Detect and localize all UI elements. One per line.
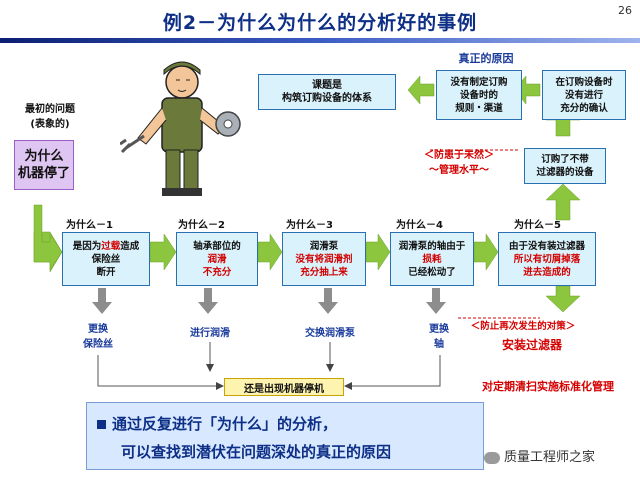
initial-problem-label-2: (表象的) — [30, 119, 70, 130]
watermark-text: 质量工程师之家 — [504, 450, 596, 465]
initial-problem-line-1: 为什么 — [24, 149, 64, 164]
why-2-line-2: 润滑 — [207, 253, 227, 265]
root-cause-box-1: 没有制定订购 设备时的 规则・渠道 — [436, 70, 522, 120]
initial-problem-box: 为什么 机器停了 — [14, 140, 74, 190]
why-2-line-1: 轴承部位的 — [193, 240, 241, 252]
action-4-line-1: 更换 — [429, 324, 449, 335]
wechat-icon — [484, 451, 500, 464]
bullet-icon — [97, 420, 106, 429]
page-title: 例2－为什么为什么的分析好的事例 — [162, 12, 478, 34]
why-3-line-1: 润滑泵 — [309, 240, 339, 252]
initial-problem-line-2: 机器停了 — [17, 166, 70, 181]
why-1-text-b: 造成 — [120, 240, 140, 252]
root-cause-2-line-2: 没有进行 — [564, 89, 603, 101]
why-4-line-1: 润滑泵的轴由于 — [398, 240, 466, 252]
why-box-1: 是因为过载造成 保险丝 断开 — [62, 232, 150, 286]
green-arrow-down — [545, 285, 581, 313]
mechanic-illustration — [120, 61, 241, 196]
prevention-note: ＜防患于未然＞ ～管理水平～ — [404, 146, 514, 176]
initial-problem-label: 最初的问题 (表象的) — [10, 100, 90, 130]
action-4: 更换 轴 — [416, 320, 462, 350]
action-2: 进行润滑 — [190, 328, 230, 339]
still-stopped-box: 还是出现机器停机 — [224, 378, 344, 396]
why-1-line-2: 保险丝 — [91, 253, 121, 265]
topic-box: 课题是 构筑订购设备的体系 — [258, 74, 396, 110]
recurrence-note: ＜防止再次发生的对策＞ — [470, 321, 576, 332]
green-arrow-up-1 — [545, 183, 581, 221]
green-arrow-3 — [365, 233, 391, 271]
topic-line-1: 课题是 — [312, 80, 342, 91]
green-arrow-start — [33, 204, 63, 271]
why-label-5: 为什么－5 — [514, 220, 561, 231]
grey-arrow-2 — [198, 288, 218, 314]
conclusion-line-1: 通过反复进行「为什么」的分析， — [97, 413, 337, 434]
why-5-line-1: 由于没有装过滤器 — [508, 240, 585, 252]
green-arrow-4 — [473, 233, 499, 271]
no-filter-line-1: 订购了不带 — [541, 154, 589, 165]
root-cause-1-line-1: 没有制定订购 — [450, 76, 508, 88]
root-cause-1-line-2: 设备时的 — [459, 89, 498, 101]
action-1-line-1: 更换 — [88, 324, 108, 335]
grey-arrow-4 — [426, 288, 446, 314]
conclusion-line-2: 可以查找到潜伏在问题深处的真正的原因 — [121, 443, 392, 461]
watermark: 质量工程师之家 — [484, 446, 595, 465]
action-1: 更换 保险丝 — [72, 320, 124, 350]
action-1-line-2: 保险丝 — [83, 339, 113, 350]
why-1-line-3: 断开 — [96, 266, 116, 278]
root-cause-box-2: 在订购设备时 没有进行 充分的确认 — [542, 70, 626, 120]
prevention-line-1: ＜防患于未然＞ — [424, 150, 494, 161]
root-cause-2-line-1: 在订购设备时 — [555, 76, 613, 88]
why-box-5: 由于没有装过滤器 所以有切屑掉落 进去造成的 — [498, 232, 596, 286]
action-4-line-2: 轴 — [434, 339, 444, 350]
conclusion-text-1: 通过反复进行「为什么」的分析， — [112, 415, 338, 433]
why-2-line-3: 不充分 — [202, 266, 232, 278]
root-cause-1-line-3: 规则・渠道 — [455, 102, 503, 114]
why-5-line-2: 所以有切屑掉落 — [513, 253, 581, 265]
standardize-cleaning: 对定期清扫实施标准化管理 — [482, 380, 614, 393]
why-label-4: 为什么－4 — [396, 220, 443, 231]
grey-arrow-3 — [318, 288, 338, 314]
why-3-line-2: 没有将润滑剂 — [295, 253, 353, 265]
real-cause-label: 真正的原因 — [458, 52, 514, 65]
why-4-line-2: 损耗 — [422, 253, 442, 265]
conclusion-box: 通过反复进行「为什么」的分析， 可以查找到潜伏在问题深处的真正的原因 — [86, 402, 484, 470]
title-rule — [0, 38, 640, 43]
green-arrow-2 — [257, 233, 283, 271]
no-filter-box: 订购了不带 过滤器的设备 — [524, 148, 606, 184]
why-4-line-3: 已经松动了 — [408, 266, 456, 278]
why-box-2: 轴承部位的 润滑 不充分 — [176, 232, 258, 286]
why-label-2: 为什么－2 — [178, 220, 225, 231]
why-1-line-1: 是因为过载造成 — [73, 240, 140, 253]
green-arrow-left-2 — [407, 75, 435, 105]
why-box-4: 润滑泵的轴由于 损耗 已经松动了 — [390, 232, 474, 286]
why-1-text-red: 过载 — [101, 240, 121, 252]
initial-problem-label-1: 最初的问题 — [25, 104, 75, 115]
root-cause-2-line-3: 充分的确认 — [560, 102, 608, 114]
why-label-1: 为什么－1 — [66, 220, 113, 231]
grey-arrow-1 — [92, 288, 112, 314]
why-1-text-a: 是因为 — [72, 240, 102, 252]
topic-line-2: 构筑订购设备的体系 — [282, 93, 372, 104]
prevention-line-2: ～管理水平～ — [429, 165, 489, 176]
why-3-line-3: 充分抽上来 — [300, 266, 348, 278]
no-filter-line-2: 过滤器的设备 — [536, 167, 594, 178]
why-box-3: 润滑泵 没有将润滑剂 充分抽上来 — [282, 232, 366, 286]
why-5-line-3: 进去造成的 — [523, 266, 571, 278]
why-label-3: 为什么－3 — [286, 220, 333, 231]
page-number: 26 — [618, 4, 632, 17]
install-filter: 安装过滤器 — [501, 338, 562, 352]
green-arrow-1 — [149, 233, 177, 271]
action-3: 交换润滑泵 — [305, 328, 355, 339]
